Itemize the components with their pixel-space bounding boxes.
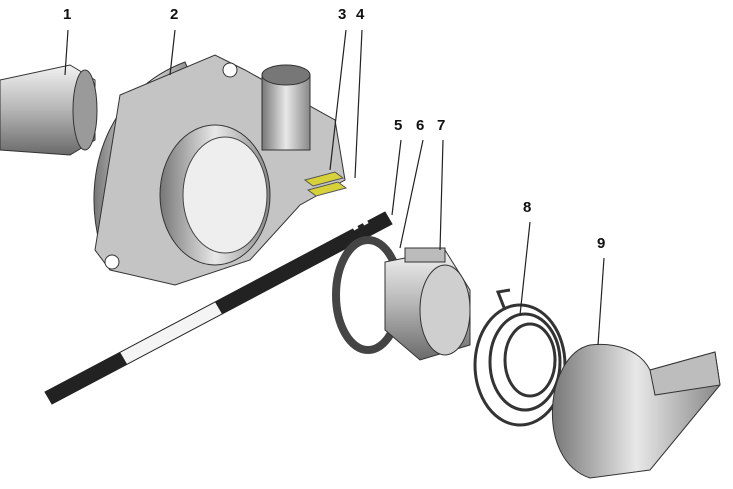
contacts bbox=[303, 171, 348, 197]
label-1: 1 bbox=[63, 6, 72, 23]
label-9: 9 bbox=[597, 235, 606, 252]
label-4: 4 bbox=[356, 6, 365, 23]
part-5-strip bbox=[44, 211, 393, 405]
label-2: 2 bbox=[170, 6, 179, 23]
label-8: 8 bbox=[523, 199, 532, 216]
part-7-rotor bbox=[384, 247, 471, 361]
label-6: 6 bbox=[416, 117, 425, 134]
leader-lines bbox=[64, 29, 605, 346]
label-5: 5 bbox=[394, 117, 403, 134]
part-1-shaft bbox=[0, 64, 98, 156]
label-3: 3 bbox=[338, 6, 347, 23]
housing bbox=[94, 54, 348, 286]
part-9-lever bbox=[551, 343, 721, 479]
label-7: 7 bbox=[437, 117, 446, 134]
